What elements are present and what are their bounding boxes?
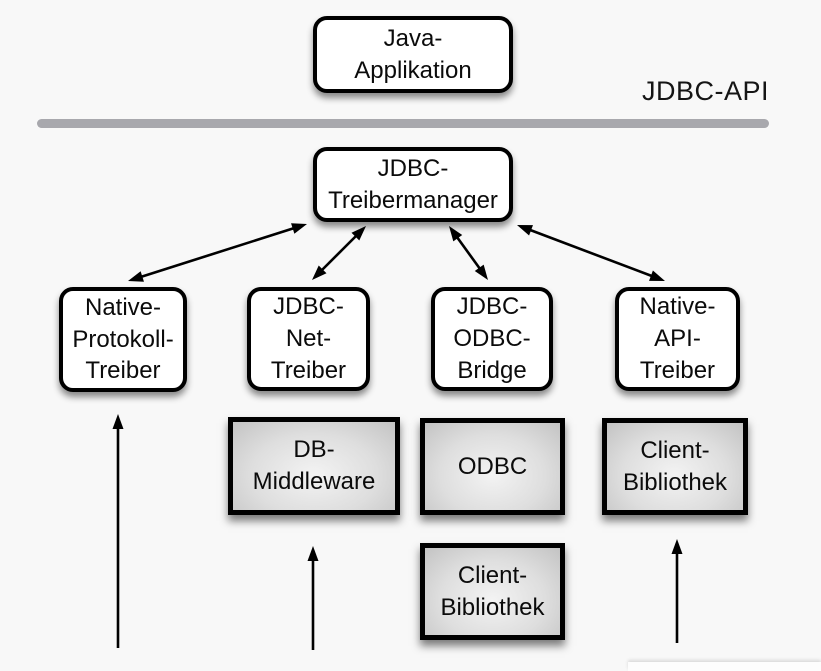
node-label: Native- Protokoll- Treiber	[72, 293, 174, 385]
jdbc-api-divider	[37, 119, 769, 128]
node-label: Native- API- Treiber	[639, 293, 716, 384]
node-java-applikation: Java- Applikation	[313, 16, 513, 93]
node-odbc: ODBC	[420, 418, 565, 515]
node-native-api-treiber: Native- API- Treiber	[615, 287, 740, 391]
partial-box-bottom-right	[628, 662, 821, 671]
node-jdbc-treibermanager: JDBC- Treibermanager	[313, 147, 513, 222]
jdbc-api-label: JDBC-API	[641, 76, 769, 106]
node-label: Client- Bibliothek	[440, 561, 545, 621]
node-db-middleware: DB- Middleware	[228, 417, 400, 515]
node-label: JDBC- Net- Treiber	[270, 293, 347, 384]
node-jdbc-odbc-bridge: JDBC- ODBC- Bridge	[431, 287, 553, 391]
node-label: DB- Middleware	[252, 436, 376, 495]
node-native-protokoll-treiber: Native- Protokoll- Treiber	[59, 287, 187, 392]
node-label: JDBC- Treibermanager	[328, 154, 498, 214]
node-client-bibliothek-right: Client- Bibliothek	[602, 418, 748, 515]
node-label: Java- Applikation	[354, 24, 472, 84]
node-label: ODBC	[457, 452, 528, 480]
node-label: JDBC- ODBC- Bridge	[453, 293, 531, 384]
node-jdbc-net-treiber: JDBC- Net- Treiber	[247, 287, 370, 391]
node-client-bibliothek-middle: Client- Bibliothek	[420, 543, 565, 640]
node-label: Client- Bibliothek	[622, 436, 728, 496]
